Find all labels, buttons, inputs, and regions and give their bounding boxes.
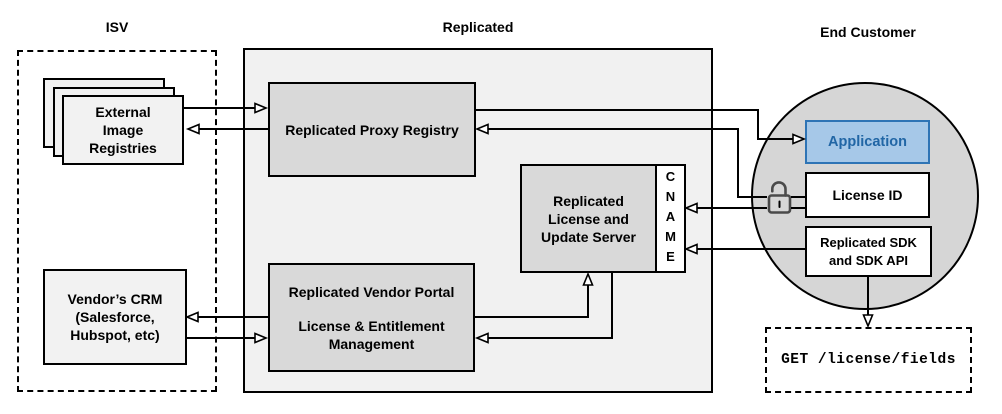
- vendor-portal-node: Replicated Vendor Portal License & Entit…: [268, 263, 475, 372]
- application-node: Application: [805, 120, 930, 164]
- get-license-fields-label: GET /license/fields: [781, 352, 956, 368]
- license-server-label-line1: Replicated: [553, 192, 624, 209]
- application-label: Application: [828, 134, 907, 150]
- license-id-label: License ID: [832, 187, 903, 203]
- vendors-crm-label-line3: Hubspot, etc): [70, 327, 160, 343]
- proxy-registry-label: Replicated Proxy Registry: [285, 121, 459, 138]
- cname-label: CNAME: [663, 168, 678, 269]
- column-header-end-customer: End Customer: [820, 24, 916, 40]
- isv-container: [17, 50, 217, 392]
- cname-cell: CNAME: [655, 166, 684, 271]
- vendors-crm-label-line2: (Salesforce,: [75, 309, 155, 325]
- external-image-registries-node: External Image Registries: [62, 95, 184, 165]
- vendors-crm-label-line1: Vendor’s CRM: [67, 291, 163, 307]
- vendors-crm-node: Vendor’s CRM (Salesforce, Hubspot, etc): [43, 269, 187, 365]
- replicated-sdk-node: Replicated SDK and SDK API: [805, 226, 932, 277]
- proxy-registry-node: Replicated Proxy Registry: [268, 82, 476, 177]
- vendor-portal-title: Replicated Vendor Portal: [288, 283, 455, 300]
- replicated-sdk-label-line1: Replicated SDK: [820, 234, 917, 250]
- get-license-fields-node: GET /license/fields: [765, 327, 972, 393]
- vendor-portal-subtitle-line1: License & Entitlement: [298, 317, 445, 334]
- license-id-node: License ID: [805, 172, 930, 218]
- external-registries-label-line3: Registries: [89, 140, 157, 156]
- column-header-isv: ISV: [105, 19, 129, 35]
- external-registries-label-line2: Image: [102, 122, 144, 138]
- column-header-replicated: Replicated: [442, 19, 514, 35]
- license-server-label-line2: License and: [548, 210, 629, 227]
- external-registries-label-line1: External: [95, 104, 151, 120]
- replicated-sdk-label-line2: and SDK API: [829, 252, 908, 268]
- license-server-label-line3: Update Server: [541, 228, 636, 245]
- vendor-portal-subtitle-line2: Management: [328, 335, 415, 352]
